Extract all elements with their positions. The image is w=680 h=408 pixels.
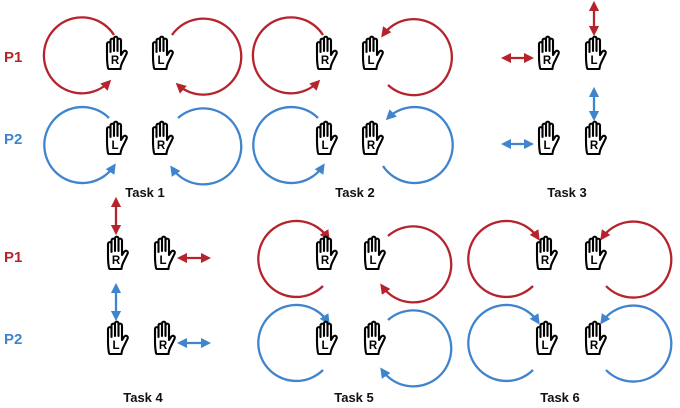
task-5-p1-panel: R L [257, 219, 453, 304]
task-6-p2-panel: L R [467, 303, 673, 383]
task-4-p2-panel: L R [106, 282, 212, 356]
task-label-2: Task 2 [335, 185, 375, 200]
hand-letter: R [369, 340, 378, 352]
circle-arrow [251, 16, 324, 95]
circle-arrow [171, 17, 243, 96]
row-label-p1-bottom: P1 [4, 249, 22, 266]
hand-letter: L [321, 140, 328, 152]
hand-letter: L [321, 340, 328, 352]
circle-arrow [252, 105, 325, 185]
task-label-3: Task 3 [547, 185, 587, 200]
circle-arrow [380, 225, 453, 304]
task-label-5: Task 5 [334, 390, 374, 405]
task-6-p1-panel: R L [467, 219, 673, 299]
task-2-p2-panel: L R [252, 105, 454, 185]
hand-letter: L [590, 255, 597, 267]
row-label-p2-bottom: P2 [4, 331, 22, 348]
task-4-p1-panel: R L [106, 196, 212, 271]
task-3-p2-panel: L R [500, 86, 607, 156]
hand-letter: L [367, 55, 374, 67]
hand-letter: R [159, 340, 168, 352]
circle-arrow [43, 105, 116, 185]
hand-letter: R [321, 55, 330, 67]
task-5-p2-panel: L R [257, 303, 453, 388]
circle-arrow [257, 219, 330, 299]
hand-letter: R [367, 140, 376, 152]
task-label-6: Task 6 [540, 390, 580, 405]
hand-letter: R [157, 140, 166, 152]
circle-arrow [600, 304, 673, 383]
hand-letter: R [321, 255, 330, 267]
hand-letter: R [590, 340, 599, 352]
task-label-1: Task 1 [125, 185, 165, 200]
task-2-p1-panel: R L [251, 16, 453, 97]
circle-arrow [380, 309, 453, 388]
circle-arrow [600, 220, 673, 299]
task-3-p1-panel: R L [500, 0, 607, 71]
hand-letter: L [111, 140, 118, 152]
hand-letter: L [541, 340, 548, 352]
hand-letter: L [543, 140, 550, 152]
circle-arrow [382, 105, 454, 185]
circle-arrow [257, 303, 330, 383]
hand-letter: R [541, 255, 550, 267]
hand-letter: L [590, 55, 597, 67]
hand-letter: L [112, 340, 119, 352]
circle-arrow [467, 303, 540, 383]
hand-letter: R [543, 55, 552, 67]
hand-letter: R [112, 255, 121, 267]
circle-arrow [381, 18, 453, 97]
task-1-p2-panel: L R [43, 105, 243, 186]
hand-letter: L [369, 255, 376, 267]
row-label-p2-top: P2 [4, 131, 22, 148]
task-1-p1-panel: R L [42, 16, 243, 96]
row-label-p1-top: P1 [4, 49, 22, 66]
circle-arrow [42, 16, 115, 95]
hand-letter: R [111, 55, 120, 67]
hand-letter: L [159, 255, 166, 267]
hand-letter: L [157, 55, 164, 67]
circle-arrow [170, 107, 243, 186]
hand-letter: R [590, 140, 599, 152]
circle-arrow [467, 219, 540, 299]
task-label-4: Task 4 [123, 390, 163, 405]
